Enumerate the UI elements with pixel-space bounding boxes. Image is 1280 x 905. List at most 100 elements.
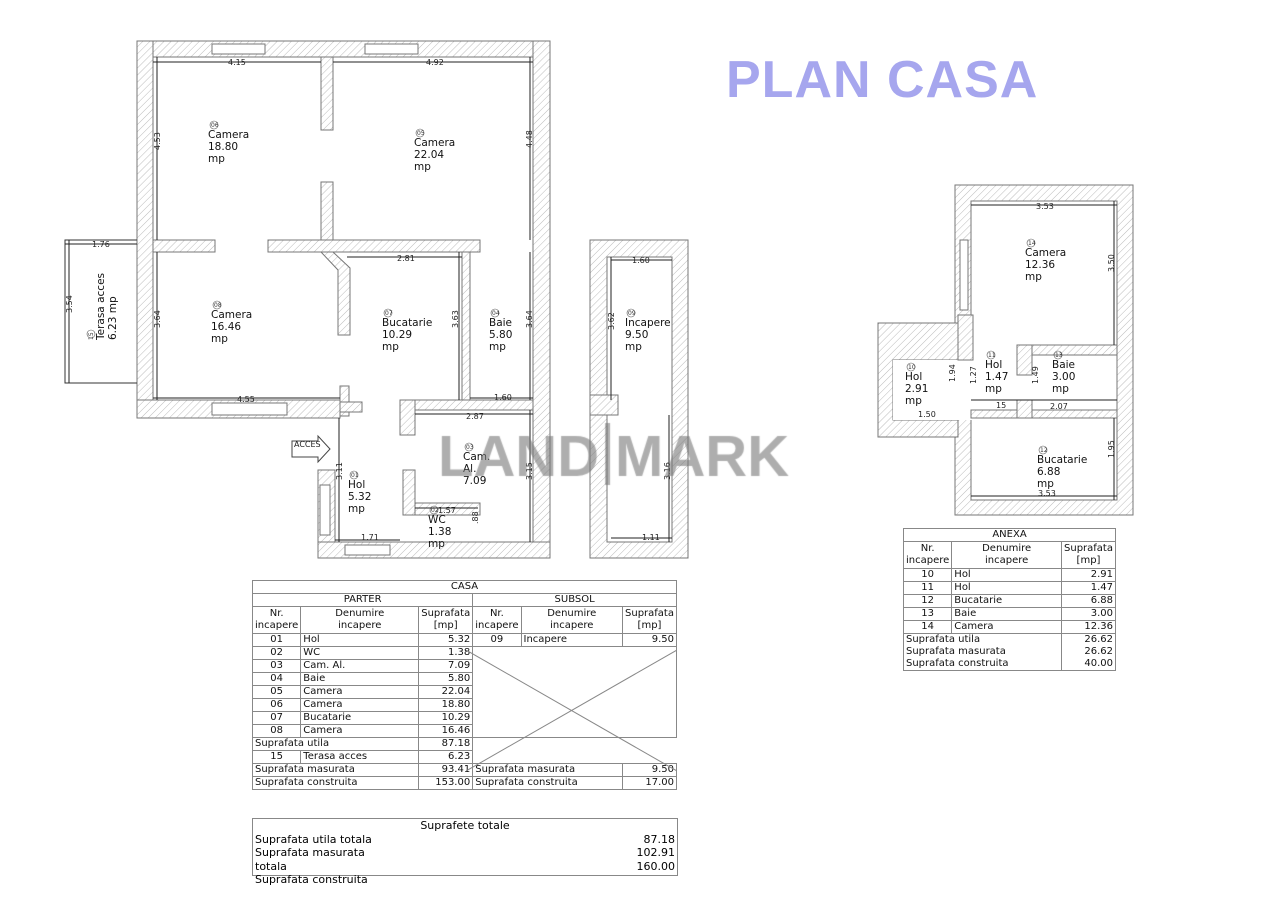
cell-name: Hol — [951, 581, 1063, 595]
room-area: 9.50 — [625, 329, 648, 341]
subsol-empty-cell — [472, 646, 677, 738]
room-nr: 07 — [385, 310, 393, 317]
total-totala-value: 160.00 — [636, 859, 676, 873]
anexa-masurata-label: Suprafata masurata — [902, 646, 1063, 658]
room-name: Cam. — [463, 451, 490, 463]
room-nr: 09 — [628, 310, 636, 317]
room-name: Baie — [489, 317, 512, 329]
cell-nr: 01 — [251, 633, 302, 647]
acces-label: ACCES — [294, 440, 321, 449]
room-area: 5.80 — [489, 329, 512, 341]
cell-area: 2.91 — [1061, 568, 1116, 582]
room-nr: 06 — [211, 122, 219, 129]
subsol-cell-name: Incapere — [520, 633, 624, 647]
total-masurata-value: 102.91 — [636, 846, 676, 859]
cell-nr: 13 — [902, 607, 953, 621]
room-number-marker — [1038, 445, 1048, 455]
dimension-label: 2.87 — [466, 412, 484, 421]
terasa-area: 6.23 — [418, 750, 474, 764]
cell-nr: 05 — [251, 685, 302, 699]
cell-nr: 02 — [251, 646, 302, 660]
terasa-name: Terasa acces — [300, 750, 420, 764]
dimension-label: 1.49 — [1031, 366, 1040, 384]
utila-label: Suprafata utila — [251, 737, 420, 751]
subsol-cell-nr: 09 — [472, 633, 522, 647]
dimension-label: 2.81 — [397, 254, 415, 263]
total-utila-label: Suprafata utila totala — [255, 832, 372, 846]
room-unit: mp — [414, 161, 431, 173]
cell-name: Camera — [300, 685, 420, 699]
dimension-label: 3.64 — [153, 310, 162, 328]
room-nr: 10 — [908, 364, 916, 371]
room-name: Bucatarie — [1037, 454, 1087, 466]
room-unit: mp — [489, 341, 506, 353]
cell-name: Bucatarie — [951, 594, 1063, 608]
dimension-label: 3.54 — [65, 295, 74, 313]
construita-label: Suprafata construita — [251, 776, 420, 790]
cell-area: 5.80 — [418, 672, 474, 686]
room-nr: 08 — [214, 302, 222, 309]
construita-value: 153.00 — [418, 776, 474, 790]
cell-name: Camera — [300, 698, 420, 712]
dimension-label: 15 — [996, 401, 1006, 410]
subsol-cell-area: 9.50 — [622, 633, 677, 647]
cell-name: Camera — [300, 724, 420, 738]
room-area: 1.47 — [985, 371, 1008, 383]
room-number-marker — [626, 308, 636, 318]
room-number-marker — [986, 350, 996, 360]
total-utila-value: 87.18 — [643, 832, 676, 846]
cell-nr: 07 — [251, 711, 302, 725]
masurata-value: 93.41 — [418, 763, 474, 777]
dimension-label: 4.55 — [237, 395, 255, 404]
parter-header: PARTER — [251, 593, 474, 607]
cell-nr: 12 — [902, 594, 953, 608]
room-area: 12.36 — [1025, 259, 1055, 271]
terrace-outline — [64, 239, 137, 384]
col-area: Suprafata[mp] — [1061, 541, 1116, 569]
totals-title: Suprafete totale — [420, 819, 510, 832]
subsol-construita-label: Suprafata construita — [472, 776, 624, 790]
room-area: 16.46 — [211, 321, 241, 333]
anexa-utila-value: 26.62 — [1061, 633, 1116, 646]
col-area: Suprafata[mp] — [418, 606, 474, 634]
room-name: Bucatarie — [382, 317, 432, 329]
dimension-label: 3.15 — [525, 462, 534, 480]
cell-nr: 04 — [251, 672, 302, 686]
cell-name: Hol — [300, 633, 420, 647]
room-area: 18.80 — [208, 141, 238, 153]
col-nr: Nr.incapere — [251, 606, 302, 634]
room-nr: 14 — [1028, 240, 1036, 247]
cell-area: 1.38 — [418, 646, 474, 660]
room-area: 5.32 — [348, 491, 371, 503]
room-unit: mp — [208, 153, 225, 165]
room-area: 6.88 — [1037, 466, 1060, 478]
dimension-label: 1.71 — [361, 533, 379, 542]
room-name: WC — [428, 514, 446, 526]
cell-area: 18.80 — [418, 698, 474, 712]
room-area: 3.00 — [1052, 371, 1075, 383]
room-name: Hol — [348, 479, 365, 491]
col-nr: Nr.incapere — [472, 606, 522, 634]
casa-title: CASA — [252, 580, 677, 594]
cell-nr: 10 — [902, 568, 953, 582]
anexa-title: ANEXA — [903, 528, 1116, 542]
room-unit: mp — [348, 503, 365, 515]
cell-area: 7.09 — [418, 659, 474, 673]
room-name: Camera — [1025, 247, 1066, 259]
dimension-label: 3.62 — [607, 312, 616, 330]
room-unit: mp — [1025, 271, 1042, 283]
anexa-masurata-value: 26.62 — [1061, 646, 1116, 658]
